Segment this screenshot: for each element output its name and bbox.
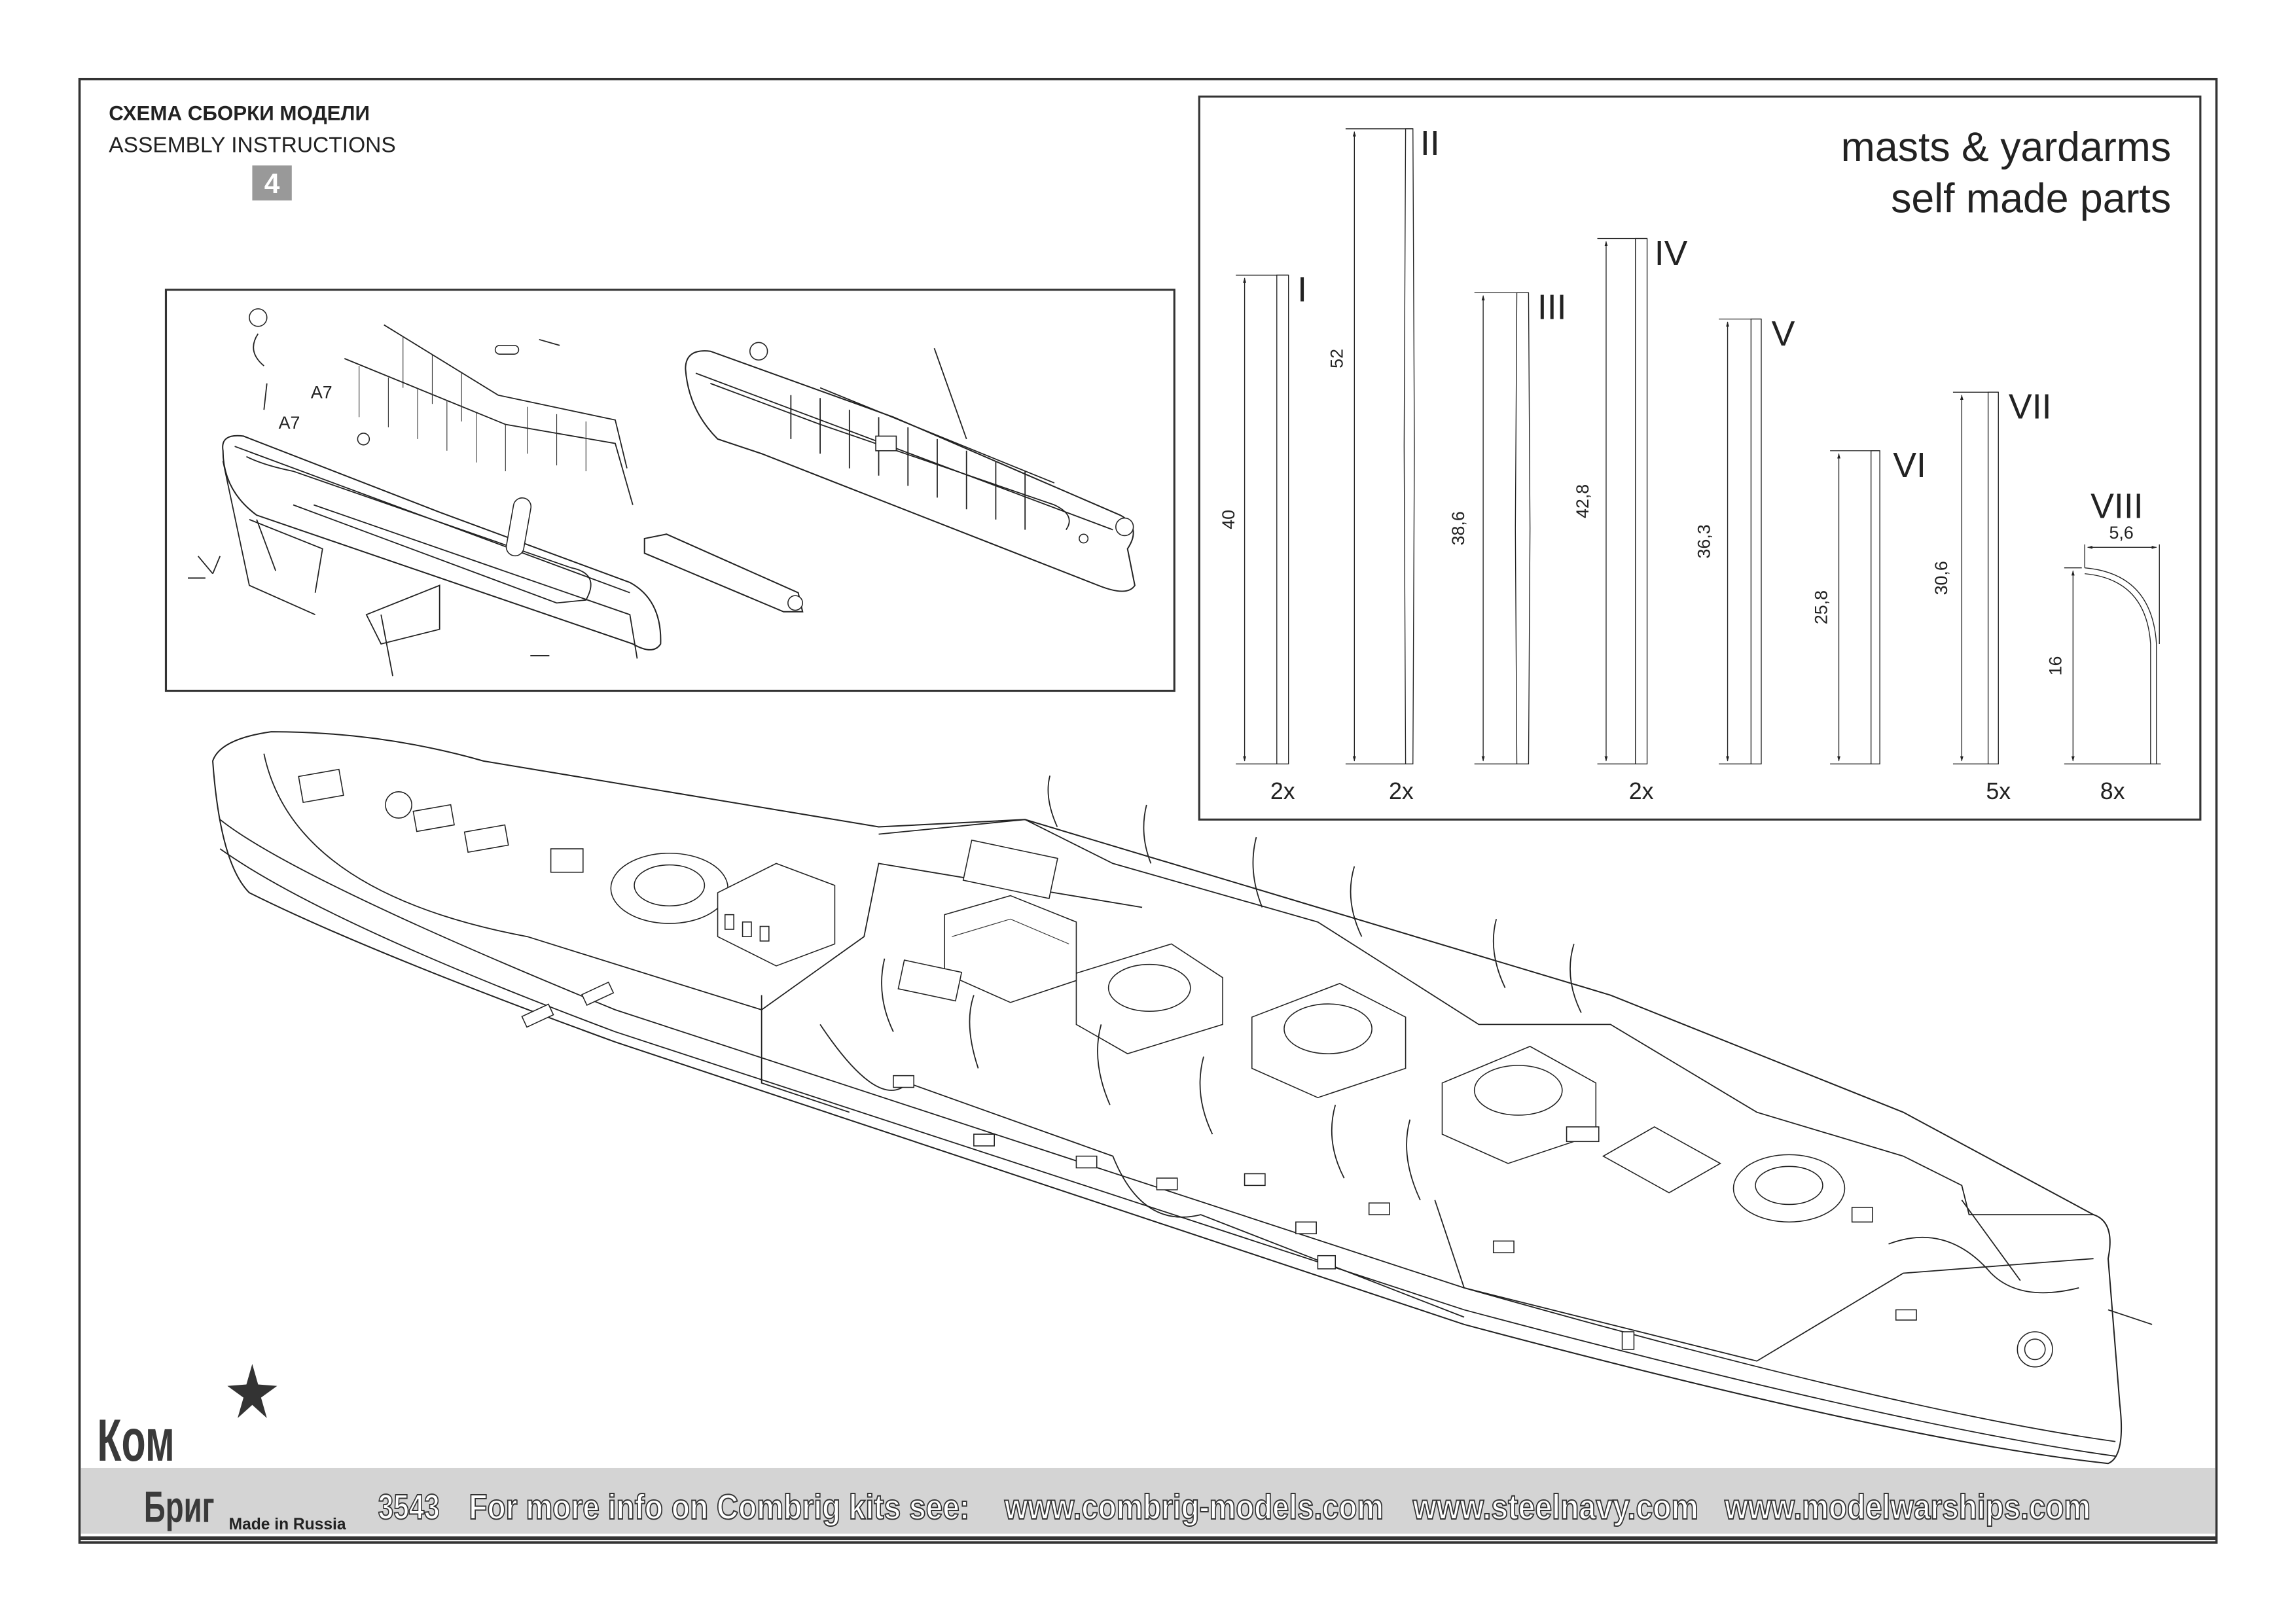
mast-part-i: I 40 2x — [1219, 270, 1307, 804]
footer: 3543 For more info on Combrig kits see: … — [378, 1487, 2091, 1527]
part-numeral: VI — [1893, 446, 1926, 485]
quantity-label: 2x — [1629, 778, 1654, 804]
barbette — [1075, 943, 1223, 1054]
title-ru: СХЕМА СБОРКИ МОДЕЛИ — [109, 101, 370, 124]
curved-yard — [2085, 567, 2157, 764]
length-label: 36,3 — [1695, 524, 1714, 558]
mast-part-iii: III 38,6 — [1448, 288, 1567, 764]
masts-panel: masts & yardarms self made parts I402xII… — [1198, 96, 2202, 821]
deck-house — [717, 863, 836, 967]
barbette — [1441, 1046, 1597, 1164]
step-number: 4 — [264, 169, 280, 200]
mast-rod — [1276, 274, 1289, 764]
mast-rod — [1403, 128, 1415, 764]
length-label: 16 — [2045, 656, 2065, 676]
quantity-label: 2x — [1270, 778, 1295, 804]
info-text: For more info on Combrig kits see: — [469, 1488, 969, 1527]
part-label-a7-2: A7 — [279, 413, 300, 433]
ship-hull-drawing — [212, 731, 2153, 1465]
length-label: 40 — [1219, 510, 1238, 529]
mast-part-iv: IV 42,8 2x — [1573, 234, 1688, 804]
link-steelnavy: www.steelnavy.com — [1412, 1488, 1698, 1527]
kit-number: 3543 — [378, 1488, 440, 1527]
star-icon — [227, 1364, 278, 1418]
part-numeral: VIII — [2090, 487, 2144, 526]
mast-rod — [1635, 238, 1648, 764]
mast-part-vii: VII 30,6 5x — [1931, 387, 2052, 804]
mast-rod — [1750, 318, 1762, 764]
masts-title-1: masts & yardarms — [1841, 124, 2171, 170]
mast-part-ii: II 52 2x — [1327, 124, 1439, 804]
part-numeral: II — [1420, 124, 1440, 163]
link-modelwarships: www.modelwarships.com — [1724, 1488, 2090, 1527]
mast-rod — [1987, 391, 1999, 764]
logo-line-1: Ком — [97, 1408, 174, 1474]
title-en: ASSEMBLY INSTRUCTIONS — [109, 134, 395, 158]
combrig-logo: Ком Бриг Made in Russia — [97, 1364, 346, 1533]
link-combrig: www.combrig-models.com — [1004, 1488, 1384, 1527]
made-in-russia: Made in Russia — [229, 1516, 346, 1533]
page-frame — [78, 77, 2218, 1544]
width-label: 5,6 — [2109, 523, 2133, 543]
mast-part-vi: VI 25,8 — [1812, 446, 1926, 764]
logo-line-2: Бриг — [144, 1483, 215, 1532]
gun-ring — [610, 852, 728, 924]
inset-panel: A7 A7 — [164, 289, 1175, 692]
exploded-boat-drawing: A7 A7 — [188, 308, 804, 677]
part-numeral: VII — [2009, 387, 2052, 427]
part-numeral: III — [1537, 288, 1567, 327]
assembled-boat-drawing — [685, 342, 1136, 592]
part-numeral: IV — [1655, 234, 1688, 273]
length-label: 38,6 — [1448, 511, 1468, 545]
length-label: 30,6 — [1931, 561, 1951, 595]
barbette — [1251, 982, 1407, 1099]
length-label: 25,8 — [1812, 590, 1831, 624]
part-numeral: I — [1297, 270, 1307, 310]
quantity-label: 8x — [2100, 778, 2125, 804]
masts-title-2: self made parts — [1891, 175, 2171, 221]
step-badge — [252, 165, 292, 201]
mast-rod — [1871, 450, 1880, 764]
part-numeral: V — [1772, 314, 1795, 353]
header: СХЕМА СБОРКИ МОДЕЛИ ASSEMBLY INSTRUCTION… — [109, 101, 396, 201]
quantity-label: 5x — [1986, 778, 2011, 804]
gun-ring — [1732, 1154, 1846, 1223]
footer-band — [81, 1467, 2215, 1534]
mast-parts: I 40 2x II 52 2x III 38,6 IV 42,8 2x V 36,3 VI 25,8 VII… — [1219, 124, 2161, 804]
length-label: 52 — [1327, 349, 1346, 368]
quantity-label: 2x — [1389, 778, 1414, 804]
length-label: 42,8 — [1573, 484, 1592, 518]
mast-part-v: V 36,3 — [1695, 314, 1795, 764]
part-label-a7-1: A7 — [311, 382, 332, 402]
mast-rod — [1515, 292, 1531, 764]
